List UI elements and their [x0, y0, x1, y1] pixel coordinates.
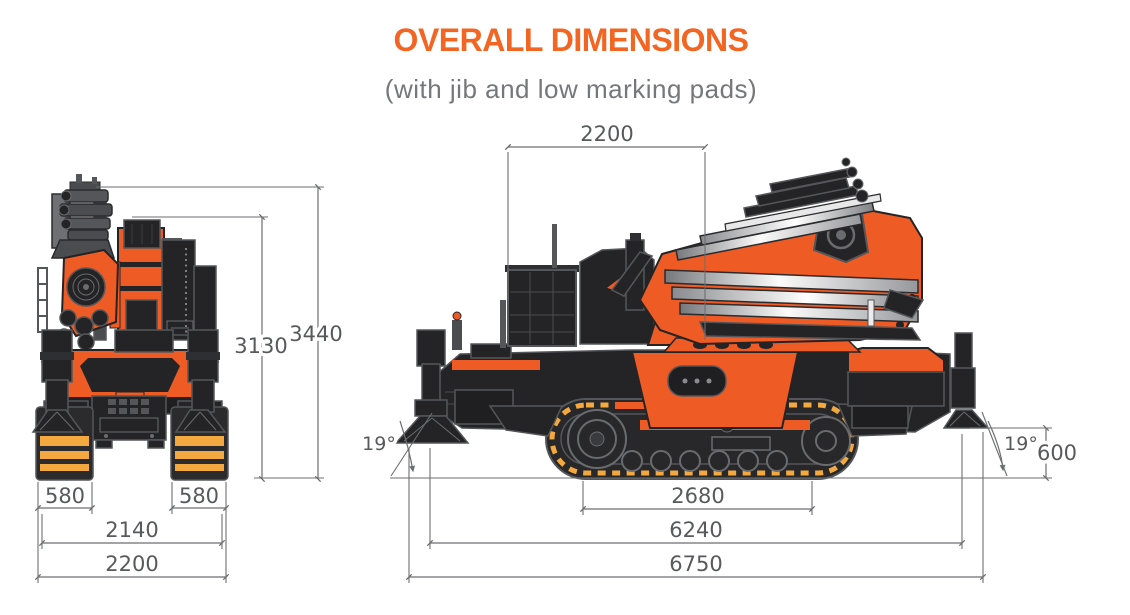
side-outrigger-rear: [942, 332, 990, 429]
side-rear-body: [847, 347, 945, 429]
front-approach-angle-label: 19°: [362, 433, 396, 455]
dim-rear-approach-angle: 19°: [981, 411, 1041, 477]
dim-front-approach-angle: 19°: [359, 412, 433, 477]
dim-track-length: 2680: [579, 481, 816, 515]
superstructure-length-label: 2200: [580, 122, 633, 146]
page-title: OVERALL DIMENSIONS: [393, 22, 749, 58]
dimension-annotations: 580 580 2140 2200 3130: [34, 119, 1081, 583]
dim-track-span: 2140: [38, 514, 226, 549]
side-outrigger-front: [394, 329, 470, 444]
page-subtitle: (with jib and low marking pads): [384, 74, 758, 104]
dim-overall-length: 6750: [405, 432, 987, 583]
overall-height-label: 3440: [289, 322, 342, 346]
front-view-illustration: [31, 174, 229, 481]
front-outrigger-left: [31, 329, 84, 433]
dim-outrigger-span: 6240: [426, 434, 966, 549]
dim-pad-ground-clearance: 600: [970, 424, 1081, 482]
side-view-illustration: [394, 157, 990, 480]
front-bumper: [91, 395, 167, 449]
track-span-label: 2140: [105, 518, 158, 542]
overall-length-label: 6750: [669, 552, 722, 576]
dim-right-track-width: 580: [168, 481, 230, 583]
front-right-stack: [161, 238, 217, 341]
overall-width-label: 2200: [105, 552, 158, 576]
dim-overall-height: 3440: [96, 183, 346, 483]
right-track-width-label: 580: [179, 484, 219, 508]
side-front-deck: [452, 300, 540, 370]
inner-height-label: 3130: [234, 334, 287, 358]
side-carbody: [630, 351, 800, 429]
dim-overall-width: 2200: [34, 549, 230, 581]
pad-ground-clearance-label: 600: [1037, 441, 1077, 465]
track-length-label: 2680: [671, 484, 724, 508]
side-engine-box: [505, 224, 579, 347]
dim-superstructure-length: 2200: [504, 119, 709, 340]
left-track-width-label: 580: [45, 484, 85, 508]
side-boom-head: [743, 157, 869, 218]
rear-approach-angle-label: 19°: [1004, 433, 1038, 455]
side-boom-assembly: [604, 157, 925, 346]
dim-inner-height: 3130: [132, 213, 291, 483]
dim-left-track-width: 580: [34, 481, 96, 583]
front-outrigger-right: [174, 329, 227, 433]
outrigger-span-label: 6240: [669, 518, 722, 542]
front-winch: [51, 248, 120, 351]
